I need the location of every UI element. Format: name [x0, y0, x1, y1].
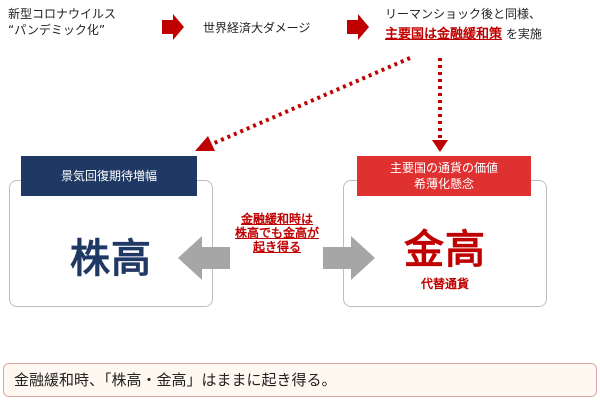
flow-step-1-line2: “パンデミック化” — [8, 23, 106, 37]
right-card-header-line2: 希薄化懸念 — [413, 177, 474, 191]
summary-text: 金融緩和時、「株高・金高」はままに起き得る。 — [14, 371, 337, 389]
flow-step-3-suffix: を実施 — [502, 27, 542, 41]
dotted-connectors — [195, 56, 448, 152]
left-card-value: 株高 — [70, 236, 152, 282]
flow-step-3: リーマンショック後と同様、 主要国は金融緩和策 を実施 — [385, 6, 542, 43]
center-label-line2: 株高でも金高が — [234, 226, 319, 240]
flow-arrow-1-icon — [162, 14, 184, 40]
summary-box: 金融緩和時、「株高・金高」はままに起き得る。 — [3, 363, 597, 397]
flow-step-2: 世界経済大ダメージ — [203, 21, 311, 35]
left-card-header-text: 景気回復期待増幅 — [60, 169, 157, 183]
flow-step-1: 新型コロナウイルス “パンデミック化” — [8, 6, 116, 38]
right-card-header: 主要国の通貨の価値 希薄化懸念 — [357, 156, 531, 196]
flow-step-3-line1: リーマンショック後と同様、 — [385, 7, 542, 21]
right-card-subvalue: 代替通貨 — [420, 277, 469, 291]
right-card-header-line1: 主要国の通貨の価値 — [389, 161, 498, 175]
dotted-arrow-left — [211, 56, 411, 146]
flow-arrow-2-icon — [347, 14, 369, 40]
center-label-line1: 金融緩和時は — [240, 212, 313, 226]
left-card-header: 景気回復期待増幅 — [21, 156, 197, 196]
gray-arrow-left-icon — [178, 236, 230, 280]
right-card — [343, 180, 547, 307]
dotted-arrow-left-head-icon — [195, 136, 215, 151]
center-label: 金融緩和時は 株高でも金高が 起き得る — [225, 212, 329, 254]
right-card-value: 金高 — [404, 227, 486, 273]
flow-step-1-line1: 新型コロナウイルス — [8, 7, 117, 21]
center-label-line3: 起き得る — [252, 240, 301, 254]
gray-arrow-right-icon — [323, 236, 375, 280]
left-card — [9, 180, 213, 307]
flow-step-3-emphasis: 主要国は金融緩和策 — [385, 27, 503, 42]
dotted-arrow-down-head-icon — [432, 140, 448, 152]
